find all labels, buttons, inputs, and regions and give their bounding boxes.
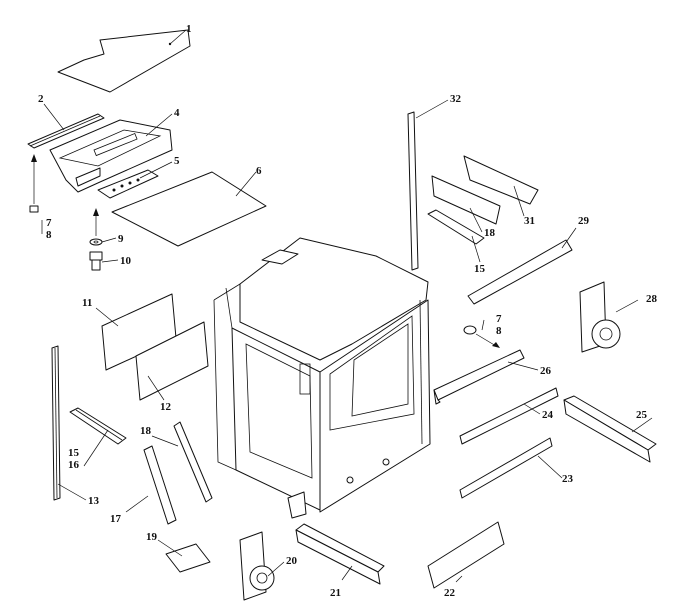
callout-1: 1 [186,23,192,35]
callout-2: 2 [38,93,44,105]
callout-22: 22 [444,587,456,599]
part-31-panel [463,155,539,205]
callout-labels: 1 2 4 5 6 7 8 9 10 11 12 13 15 16 17 18 … [38,23,658,599]
part-6-floor-mat [111,171,267,247]
leader-lines [41,29,653,583]
part-17-panel [143,445,177,525]
callout-17: 17 [110,513,122,525]
callout-15-right: 15 [474,263,486,275]
callout-28: 28 [646,293,658,305]
callout-7-right: 7 [496,313,502,325]
callout-9: 9 [118,233,124,245]
part-2-strip [27,113,105,149]
part-9-washer [89,208,103,246]
part-26-channel [433,349,525,405]
part-23-strip [459,437,553,499]
callout-21: 21 [330,587,341,599]
callout-7-left: 7 [46,217,52,229]
callout-29: 29 [578,215,590,227]
callout-25: 25 [636,409,648,421]
part-32-post [407,111,419,271]
part-1-roof-panel [57,29,191,93]
cab-frame [213,237,431,519]
callout-32: 32 [450,93,462,105]
part-19-plate [165,543,211,573]
part-12-panel [135,321,209,401]
part-4-tray [49,119,173,193]
callout-6: 6 [256,165,262,177]
part-10-bolt [89,251,103,271]
callout-16: 16 [68,459,80,471]
part-13-post [51,345,61,501]
callout-24: 24 [542,409,554,421]
callout-15-left: 15 [68,447,80,459]
callout-26: 26 [540,365,552,377]
part-22-panel [427,521,505,589]
callout-4: 4 [174,107,180,119]
callout-10: 10 [120,255,132,267]
part-25-panel [563,395,657,463]
part-29-strip [467,239,573,305]
callout-19: 19 [146,531,158,543]
part-21-channel [295,523,385,585]
callout-23: 23 [562,473,574,485]
callout-12: 12 [160,401,172,413]
callout-18-left: 18 [140,425,152,437]
part-20-blower [239,531,275,601]
part-15-16-bracket-left [69,407,127,445]
callout-8-left: 8 [46,229,52,241]
callout-31: 31 [524,215,535,227]
part-28-blower [579,281,621,353]
part-18-panel-right [431,175,501,225]
callout-5: 5 [174,155,180,167]
callout-18-right: 18 [484,227,496,239]
callout-20: 20 [286,555,298,567]
callout-8-right: 8 [496,325,502,337]
part-7-8-bolt-right [463,325,500,348]
part-7-8-bolt-left [29,154,39,213]
callout-13: 13 [88,495,100,507]
part-5-switch-panel [97,169,159,199]
part-18-panel-left [173,421,213,503]
callout-11: 11 [82,297,92,309]
part-15-bracket-right [427,209,485,245]
